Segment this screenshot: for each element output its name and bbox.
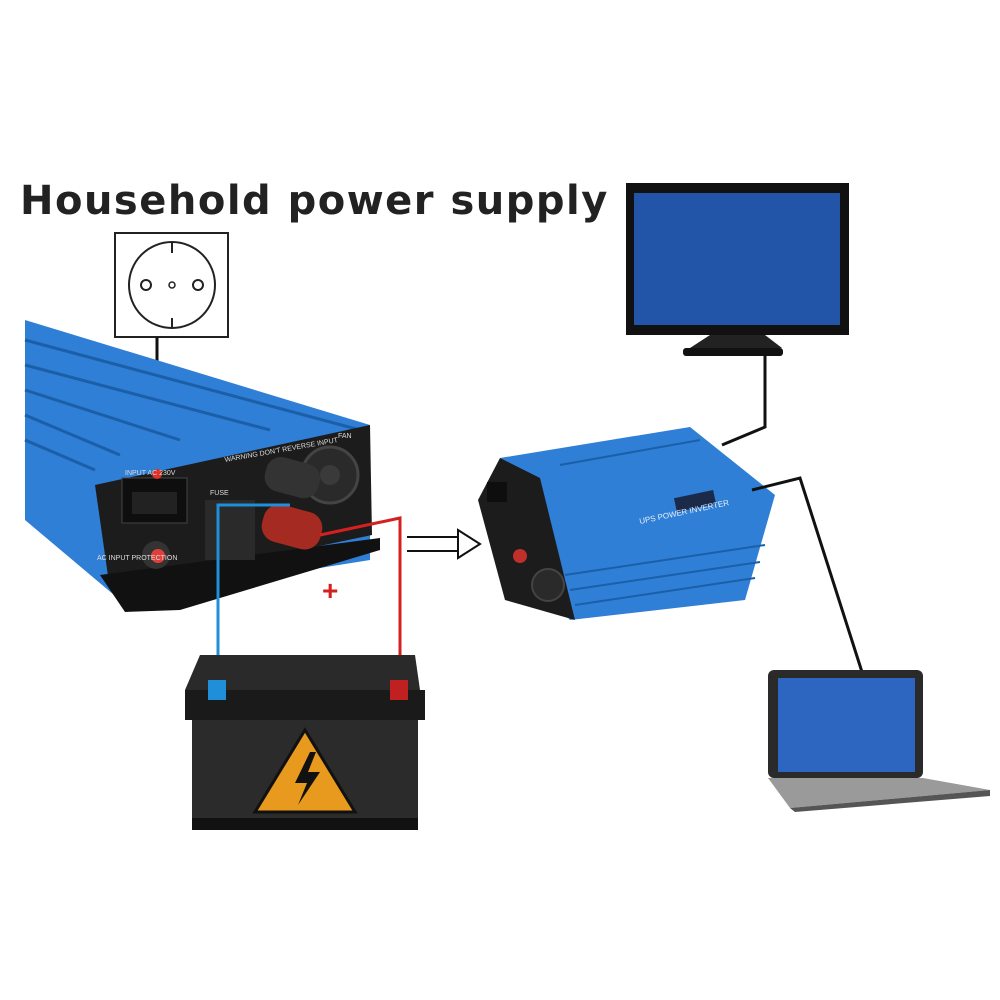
negative-wire: [216, 503, 290, 690]
ac-input-protection-label: AC INPUT PROTECTION: [97, 555, 177, 562]
diagram-title: Household power supply: [20, 178, 609, 224]
plus-sign: +: [322, 575, 338, 606]
inverter-rear-view: INPUT AC 230V WARNING DON'T REVERSE INPU…: [24, 320, 380, 612]
laptop-icon: [768, 670, 990, 812]
ups-power-inverter: UPS POWER INVERTER: [478, 427, 775, 620]
fan-label: FAN: [338, 433, 352, 440]
positive-wire: [319, 516, 402, 690]
tv-monitor-icon: [626, 183, 849, 356]
high-voltage-icon: [295, 752, 320, 805]
fuse-label: FUSE: [210, 490, 229, 497]
battery-icon: [185, 655, 425, 830]
double-arrow-icon: [407, 528, 482, 560]
input-ac-label: INPUT AC 230V: [125, 470, 176, 477]
wall-socket-icon: [114, 232, 229, 338]
